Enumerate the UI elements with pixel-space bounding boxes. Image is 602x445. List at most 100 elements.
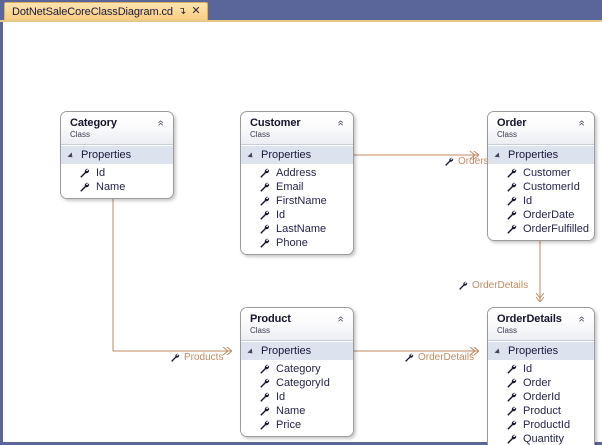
class-member[interactable]: Id <box>61 166 173 180</box>
chevron-up-icon[interactable]: « <box>575 119 588 127</box>
triangle-collapse-icon[interactable] <box>249 152 256 159</box>
triangle-collapse-icon[interactable] <box>249 348 256 355</box>
class-member[interactable]: Name <box>61 180 173 194</box>
class-compartment-properties[interactable]: Properties <box>241 145 353 164</box>
association-label-products[interactable]: Products <box>170 352 223 363</box>
class-name: Category <box>70 117 117 129</box>
class-member[interactable]: FirstName <box>241 194 353 208</box>
class-member[interactable]: Quantity <box>488 432 594 445</box>
class-member[interactable]: OrderFulfilled <box>488 222 594 236</box>
chevron-up-icon[interactable]: « <box>334 315 347 323</box>
class-compartment-properties[interactable]: Properties <box>488 145 594 164</box>
class-member-name: Id <box>523 363 533 375</box>
compartment-label: Properties <box>508 149 559 161</box>
class-stereotype: Class <box>250 326 271 335</box>
class-member[interactable]: Id <box>488 362 594 376</box>
chevron-up-icon[interactable]: « <box>575 315 588 323</box>
class-member[interactable]: CategoryId <box>241 376 353 390</box>
diagram-canvas[interactable]: Orders OrderDetails Products OrderDetail… <box>0 22 602 445</box>
class-member[interactable]: CustomerId <box>488 180 594 194</box>
class-member[interactable]: Customer <box>488 166 594 180</box>
class-member[interactable]: Phone <box>241 236 353 250</box>
class-member[interactable]: Price <box>241 418 353 432</box>
compartment-header[interactable]: Properties <box>241 344 353 358</box>
property-wrench-icon <box>506 392 517 403</box>
chevron-up-icon[interactable]: « <box>154 119 167 127</box>
class-member[interactable]: Email <box>241 180 353 194</box>
association-label-order-orderdetails[interactable]: OrderDetails <box>458 280 528 291</box>
compartment-header[interactable]: Properties <box>61 148 173 162</box>
triangle-collapse-icon[interactable] <box>496 348 503 355</box>
property-wrench-icon <box>444 157 454 167</box>
class-member[interactable]: Category <box>241 362 353 376</box>
class-member-name: Id <box>523 195 533 207</box>
class-compartment-properties[interactable]: Properties <box>61 145 173 164</box>
class-name: OrderDetails <box>497 313 562 325</box>
connector-category-products <box>112 183 231 351</box>
class-member[interactable]: Address <box>241 166 353 180</box>
class-member[interactable]: Id <box>488 194 594 208</box>
triangle-collapse-icon[interactable] <box>496 152 503 159</box>
class-stereotype: Class <box>497 130 518 139</box>
property-wrench-icon <box>259 392 270 403</box>
class-compartment-properties[interactable]: Properties <box>241 341 353 360</box>
class-member-name: Price <box>276 419 302 431</box>
property-wrench-icon <box>506 406 517 417</box>
property-wrench-icon <box>259 364 270 375</box>
class-member[interactable]: Order <box>488 376 594 390</box>
class-member-name: OrderId <box>523 391 561 403</box>
class-name: Order <box>497 117 527 129</box>
association-label-text: Orders <box>458 156 489 167</box>
pin-icon[interactable]: ↴ <box>177 5 187 17</box>
document-tab-classdiagram[interactable]: DotNetSaleCoreClassDiagram.cd ↴ ✕ <box>4 2 208 20</box>
property-wrench-icon <box>506 378 517 389</box>
class-compartment-properties[interactable]: Properties <box>488 341 594 360</box>
diagram-surface: Orders OrderDetails Products OrderDetail… <box>3 22 602 445</box>
class-member-name: Customer <box>523 167 571 179</box>
class-divider <box>61 144 173 145</box>
property-wrench-icon <box>458 281 468 291</box>
association-label-product-orderdetails[interactable]: OrderDetails <box>404 352 474 363</box>
document-tab-strip: DotNetSaleCoreClassDiagram.cd ↴ ✕ <box>0 0 602 22</box>
class-member-name: Name <box>96 181 126 193</box>
association-label-text: OrderDetails <box>418 352 475 363</box>
class-divider <box>488 340 594 341</box>
class-member[interactable]: Id <box>241 390 353 404</box>
class-member[interactable]: LastName <box>241 222 353 236</box>
class-member[interactable]: ProductId <box>488 418 594 432</box>
chevron-up-icon[interactable]: « <box>334 119 347 127</box>
class-member-name: Name <box>276 405 306 417</box>
association-label-text: Products <box>184 352 224 363</box>
class-member-name: Phone <box>276 237 308 249</box>
class-member[interactable]: OrderDate <box>488 208 594 222</box>
class-member-name: Order <box>523 377 552 389</box>
class-member[interactable]: Id <box>241 208 353 222</box>
class-member-name: Id <box>96 167 106 179</box>
class-member[interactable]: OrderId <box>488 390 594 404</box>
compartment-header[interactable]: Properties <box>241 148 353 162</box>
close-icon[interactable]: ✕ <box>191 5 201 17</box>
compartment-header[interactable]: Properties <box>488 344 594 358</box>
association-label-orders[interactable]: Orders <box>444 156 489 167</box>
property-wrench-icon <box>506 224 517 235</box>
class-member[interactable]: Name <box>241 404 353 418</box>
property-wrench-icon <box>259 168 270 179</box>
class-divider <box>241 340 353 341</box>
triangle-collapse-icon[interactable] <box>69 152 76 159</box>
class-member[interactable]: Product <box>488 404 594 418</box>
class-member-name: Address <box>276 167 317 179</box>
compartment-header[interactable]: Properties <box>488 148 594 162</box>
